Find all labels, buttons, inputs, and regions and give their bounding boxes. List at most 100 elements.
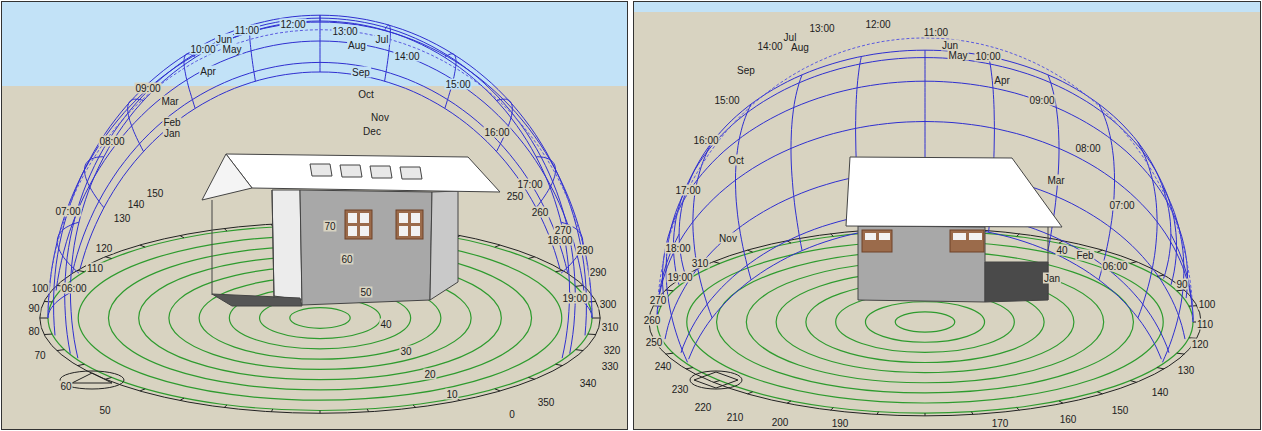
end-wall [430, 191, 458, 300]
sun-path-line [689, 226, 1162, 359]
skylight [400, 167, 422, 179]
window-pane [969, 233, 982, 240]
axis-label: 200 [771, 417, 790, 428]
altitude-ring [290, 308, 350, 329]
porch-floor [212, 294, 302, 306]
axis-label: 60 [340, 254, 353, 265]
sun-path-line [693, 142, 712, 318]
ground-background [2, 2, 627, 429]
porch-post [272, 190, 274, 298]
window-pane [399, 226, 408, 236]
axis-label: 130 [113, 213, 132, 224]
sun-path-line [1163, 187, 1184, 363]
axis-label: 70 [33, 350, 46, 361]
window-pane [879, 233, 890, 240]
house-right [846, 157, 1062, 302]
sky-background [2, 2, 627, 86]
azimuth-tick [588, 334, 596, 335]
axis-label: 40 [379, 319, 392, 330]
sun-path-line [736, 104, 752, 280]
axis-label: 310 [601, 322, 620, 333]
axis-label: 90 [1175, 279, 1188, 290]
azimuth-tick [1097, 250, 1102, 252]
azimuth-tick [831, 234, 834, 237]
azimuth-tick [1130, 262, 1136, 264]
axis-label: Nov [718, 233, 738, 244]
azimuth-tick [714, 381, 720, 383]
azimuth-tick [77, 364, 84, 365]
axis-label: 10 [445, 389, 458, 400]
axis-label: 10:00 [974, 51, 1001, 62]
sun-path-line [1099, 104, 1115, 280]
porch-wall [272, 190, 302, 300]
azimuth-tick [592, 318, 600, 319]
compass-ellipse [690, 371, 742, 389]
sun-path-line [85, 157, 104, 208]
axis-label: Feb [1075, 250, 1094, 261]
axis-label: 110 [86, 263, 104, 274]
azimuth-tick [686, 368, 693, 369]
axis-label: 330 [601, 361, 620, 372]
panel-frame [2, 2, 628, 430]
axis-label: Jul [375, 34, 390, 45]
window [396, 210, 423, 239]
axis-label: Mar [1046, 175, 1065, 186]
axis-label: 110 [1196, 319, 1214, 330]
axis-label: 16:00 [483, 127, 510, 138]
axis-label: 16:00 [692, 135, 719, 146]
panel-frame [634, 2, 1261, 430]
window-pane [399, 213, 408, 223]
sun-path-line [48, 293, 70, 318]
axis-label: 280 [576, 245, 595, 256]
azimuth-tick [224, 405, 227, 408]
axis-label: 07:00 [54, 206, 81, 217]
azimuth-tick [528, 257, 534, 259]
azimuth-tick [495, 389, 500, 391]
axis-label: 80 [27, 326, 40, 337]
azimuth-tick [831, 408, 834, 411]
roof [846, 157, 1062, 227]
axis-label: 19:00 [666, 272, 693, 283]
axis-label: 0 [508, 409, 516, 420]
axis-label: 08:00 [98, 136, 125, 147]
altitude-ring [865, 302, 984, 342]
azimuth-tick [576, 349, 584, 351]
axis-label: 17:00 [516, 179, 543, 190]
axis-label: 12:00 [279, 19, 306, 30]
window-pane [865, 233, 876, 240]
azimuth-tick [1097, 392, 1102, 394]
window-pane [411, 213, 420, 223]
axis-label: Apr [199, 66, 217, 77]
azimuth-tick [1130, 381, 1136, 383]
sun-path-group [40, 15, 600, 413]
sun-path-line [1138, 142, 1157, 318]
azimuth-tick [180, 236, 184, 238]
axis-label: Mar [160, 96, 179, 107]
sun-path-line [791, 75, 802, 251]
axis-label: 350 [537, 397, 556, 408]
azimuth-tick [271, 409, 272, 412]
azimuth-tick [1017, 234, 1020, 237]
sun-path-line [497, 99, 513, 151]
axis-label: May [222, 44, 243, 55]
axis-label: 290 [589, 267, 608, 278]
axis-label: 140 [1151, 387, 1170, 398]
axis-label: 340 [579, 378, 598, 389]
dome-outline [48, 30, 592, 318]
axis-label: 230 [671, 384, 690, 395]
axis-label: 240 [654, 361, 673, 372]
axis-label: Oct [357, 89, 375, 100]
axis-label: 11:00 [234, 25, 260, 36]
sun-path-line [681, 210, 1169, 353]
axis-label: Feb [162, 117, 181, 128]
axis-label: 250 [645, 337, 664, 348]
axis-label: Sep [351, 67, 371, 78]
axis-label: 100 [31, 283, 50, 294]
axis-label: Jan [163, 128, 181, 139]
axis-label: 08:00 [1074, 143, 1101, 154]
axis-label: 60 [59, 381, 72, 392]
skylight [310, 164, 332, 176]
